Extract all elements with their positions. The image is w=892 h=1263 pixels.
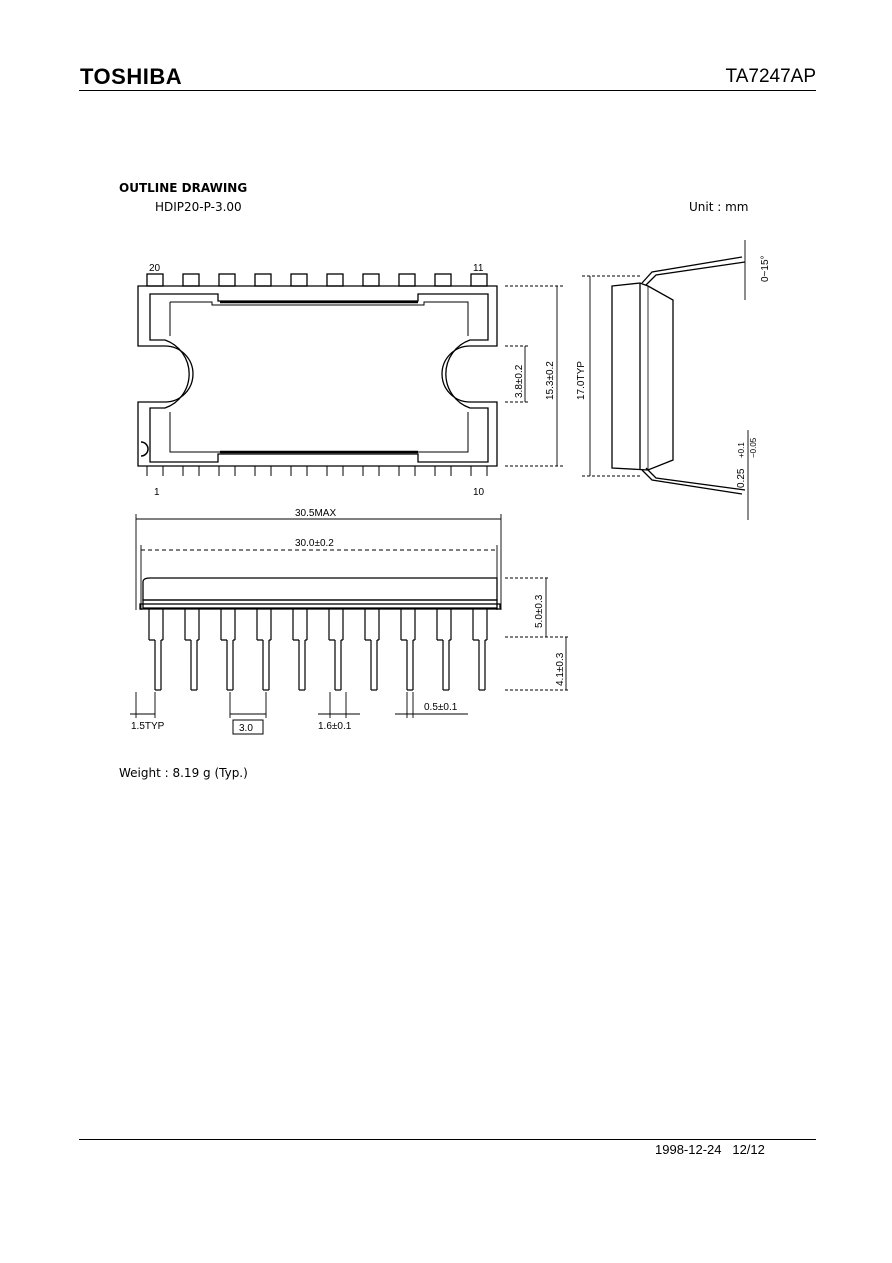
side-view (611, 240, 749, 520)
footer-date: 1998-12-24 (655, 1142, 722, 1157)
dim-body-width: 15.3±0.2 (545, 361, 556, 400)
package-body-top (137, 285, 498, 467)
die-pad-outline (149, 293, 489, 463)
pin-label-10: 10 (473, 487, 485, 498)
weight-note: Weight : 8.19 g (Typ.) (119, 766, 248, 780)
package-code: HDIP20-P-3.00 (155, 200, 242, 214)
footer-page: 12/12 (732, 1142, 765, 1157)
dim-lead-tol-minus: −0.05 (749, 437, 758, 458)
dim-body-height: 5.0±0.3 (534, 594, 545, 628)
pin-label-20: 20 (149, 263, 161, 274)
dim-lead-length: 4.1±0.3 (555, 652, 566, 686)
dim-lead-thickness: 0.25 (736, 468, 747, 488)
footer-rule (79, 1139, 816, 1140)
footer-info: 1998-12-24 12/12 (655, 1142, 765, 1157)
brand-logo: TOSHIBA (80, 64, 183, 89)
section-title: OUTLINE DRAWING (119, 181, 248, 195)
dim-hole: 3.8±0.2 (514, 364, 525, 398)
pin1-marker (140, 441, 149, 457)
dim-lead-tol-plus: +0.1 (737, 442, 746, 458)
header-rule (79, 90, 816, 91)
part-number: TA7247AP (725, 66, 816, 87)
pin-label-1: 1 (154, 487, 160, 498)
front-view (139, 577, 501, 691)
unit-label: Unit : mm (689, 200, 749, 214)
dim-angle: 0~15° (760, 255, 771, 282)
dim-first-pitch: 1.5TYP (131, 721, 165, 732)
dim-pitch: 3.0 (239, 723, 253, 734)
basic-pitch-box (232, 719, 264, 735)
dim-overall-max: 30.5MAX (295, 508, 336, 519)
dim-lead-width: 0.5±0.1 (424, 702, 458, 713)
dim-lead-width-wide: 1.6±0.1 (318, 721, 352, 732)
top-pin-tabs (146, 273, 488, 287)
dim-body-length: 30.0±0.2 (295, 538, 334, 549)
pin-label-11: 11 (473, 263, 484, 274)
dim-lead-span: 17.0TYP (576, 361, 587, 400)
